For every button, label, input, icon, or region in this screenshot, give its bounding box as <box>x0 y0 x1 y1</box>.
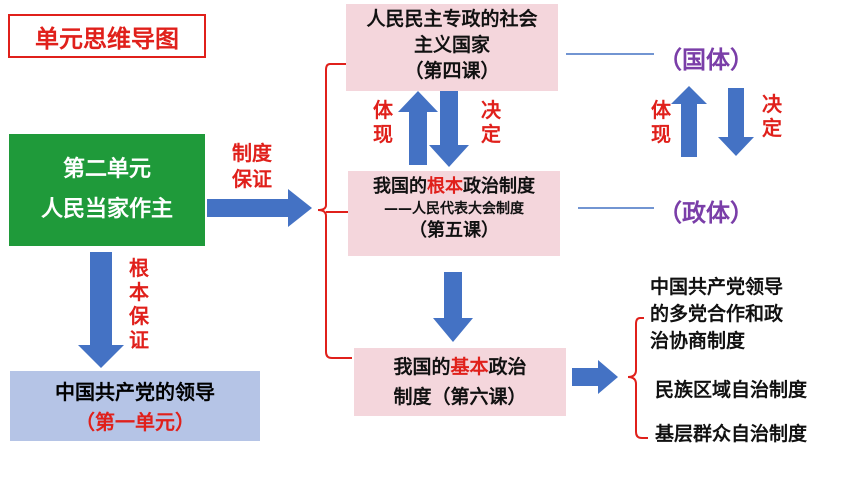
item-multiparty: 中国共产党领导 的多党合作和政 治协商制度 <box>650 276 784 352</box>
leader-line1: 中国共产党的领导 <box>55 380 215 404</box>
arrow-down-jueding <box>429 91 469 167</box>
label-jueding-2: 决定 <box>762 92 782 140</box>
arrow-up-right <box>671 86 707 157</box>
arrow-up-tixian <box>398 91 438 165</box>
label-tixian-1: 体现 <box>373 98 393 146</box>
unit-line2: 人民当家作主 <box>40 197 173 222</box>
arrow-down-box3 <box>433 272 473 342</box>
arrow-right-system <box>207 189 312 227</box>
arrow-right-items <box>572 360 618 394</box>
leader-box: 中国共产党的领导 （第一单元） <box>10 371 260 441</box>
leader-line2: （第一单元） <box>75 410 195 434</box>
arrow-down-left <box>78 252 124 368</box>
label-guoti: （国体） <box>658 46 754 74</box>
box-basic-system: 我国的基本政治 制度（第六课） <box>354 348 566 416</box>
box-root-system: 我国的根本政治制度 ——人民代表大会制度 （第五课） <box>348 171 560 256</box>
bracket-left <box>317 63 352 359</box>
label-zhengti: （政体） <box>658 199 754 227</box>
unit-line1: 第二单元 <box>62 157 151 182</box>
label-jueding-1: 决定 <box>481 98 501 146</box>
item-grassroots: 基层群众自治制度 <box>655 423 808 445</box>
box-dictatorship: 人民民主专政的社会 主义国家 （第四课） <box>346 4 558 91</box>
label-system-guarantee: 制度 保证 <box>232 141 272 191</box>
page-title: 单元思维导图 <box>8 14 206 58</box>
arrow-down-right <box>718 88 754 156</box>
box-root-system-title: 我国的根本政治制度 <box>373 176 535 197</box>
item-regional-autonomy: 民族区域自治制度 <box>655 379 808 401</box>
unit-box: 第二单元 人民当家作主 <box>9 134 205 246</box>
bracket-right <box>627 317 648 439</box>
box-basic-system-title: 我国的基本政治 <box>393 356 527 378</box>
label-root-guarantee: 根 本 保 证 <box>129 256 149 352</box>
label-tixian-2: 体现 <box>651 98 671 146</box>
